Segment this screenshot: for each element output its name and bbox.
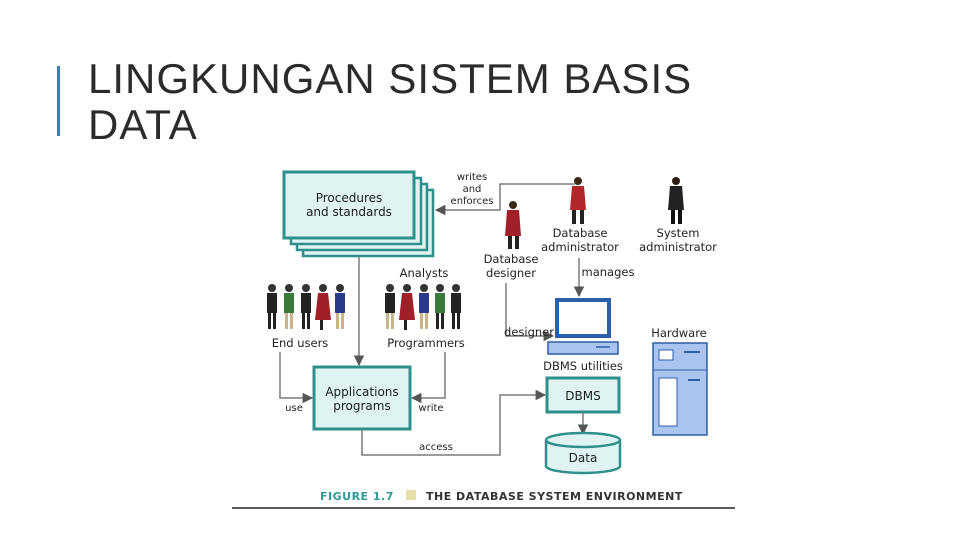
hardware-label: Hardware: [651, 326, 707, 340]
title-accent-bar: [57, 66, 60, 136]
dba-label-2: administrator: [541, 240, 619, 254]
use-label: use: [285, 403, 303, 414]
write-label: write: [418, 403, 443, 414]
access-label: access: [419, 442, 453, 453]
slide-title: LINGKUNGAN SISTEM BASIS DATA: [88, 56, 908, 148]
and-label: and: [463, 184, 482, 195]
computer-icon: [547, 298, 619, 355]
figure-caption: THE DATABASE SYSTEM ENVIRONMENT: [426, 490, 683, 503]
writes-enforces-arrow: [434, 183, 575, 216]
sysadmin-label-2: administrator: [639, 240, 717, 254]
database-administrator-figure: [570, 177, 586, 224]
procedures-label-1: Procedures: [316, 191, 383, 205]
procedures-label-2: and standards: [306, 205, 392, 219]
hardware-icon: [652, 342, 708, 436]
data-cylinder: Data: [544, 431, 622, 475]
access-arrow: [361, 389, 547, 456]
end-users-figures: [267, 284, 345, 330]
designer-arrow-label: designer: [504, 325, 554, 339]
title-line-1: LINGKUNGAN SISTEM BASIS: [88, 55, 693, 102]
applications-label-1: Applications: [325, 385, 398, 399]
designer-label-1: Database: [484, 252, 539, 266]
designer-label-2: designer: [486, 266, 536, 280]
dbms-box: DBMS: [545, 376, 621, 414]
analysts-label: Analysts: [400, 266, 449, 280]
programmers-figures: [385, 284, 461, 330]
title-line-2: DATA: [88, 101, 198, 148]
applications-box: Applications programs: [312, 365, 412, 431]
figure-number: FIGURE 1.7: [320, 490, 394, 503]
write-arrow: [410, 352, 446, 404]
programmers-label: Programmers: [387, 336, 465, 350]
system-administrator-figure: [668, 177, 684, 224]
procedures-box-stack: Procedures and standards: [282, 170, 435, 258]
caption-swatch: [406, 490, 416, 500]
dbms-utilities-label: DBMS utilities: [543, 359, 623, 373]
applications-label-2: programs: [333, 399, 390, 413]
enforces-label: enforces: [451, 196, 494, 207]
designer-arrow: [505, 283, 555, 342]
data-label: Data: [569, 451, 598, 465]
writes-label: writes: [457, 172, 487, 183]
dba-label-1: Database: [553, 226, 608, 240]
dbms-label: DBMS: [565, 389, 600, 403]
database-designer-figure: [505, 201, 521, 249]
manages-label: manages: [582, 265, 635, 279]
use-arrow: [279, 352, 314, 404]
sysadmin-label-1: System: [657, 226, 700, 240]
end-users-label: End users: [272, 336, 329, 350]
